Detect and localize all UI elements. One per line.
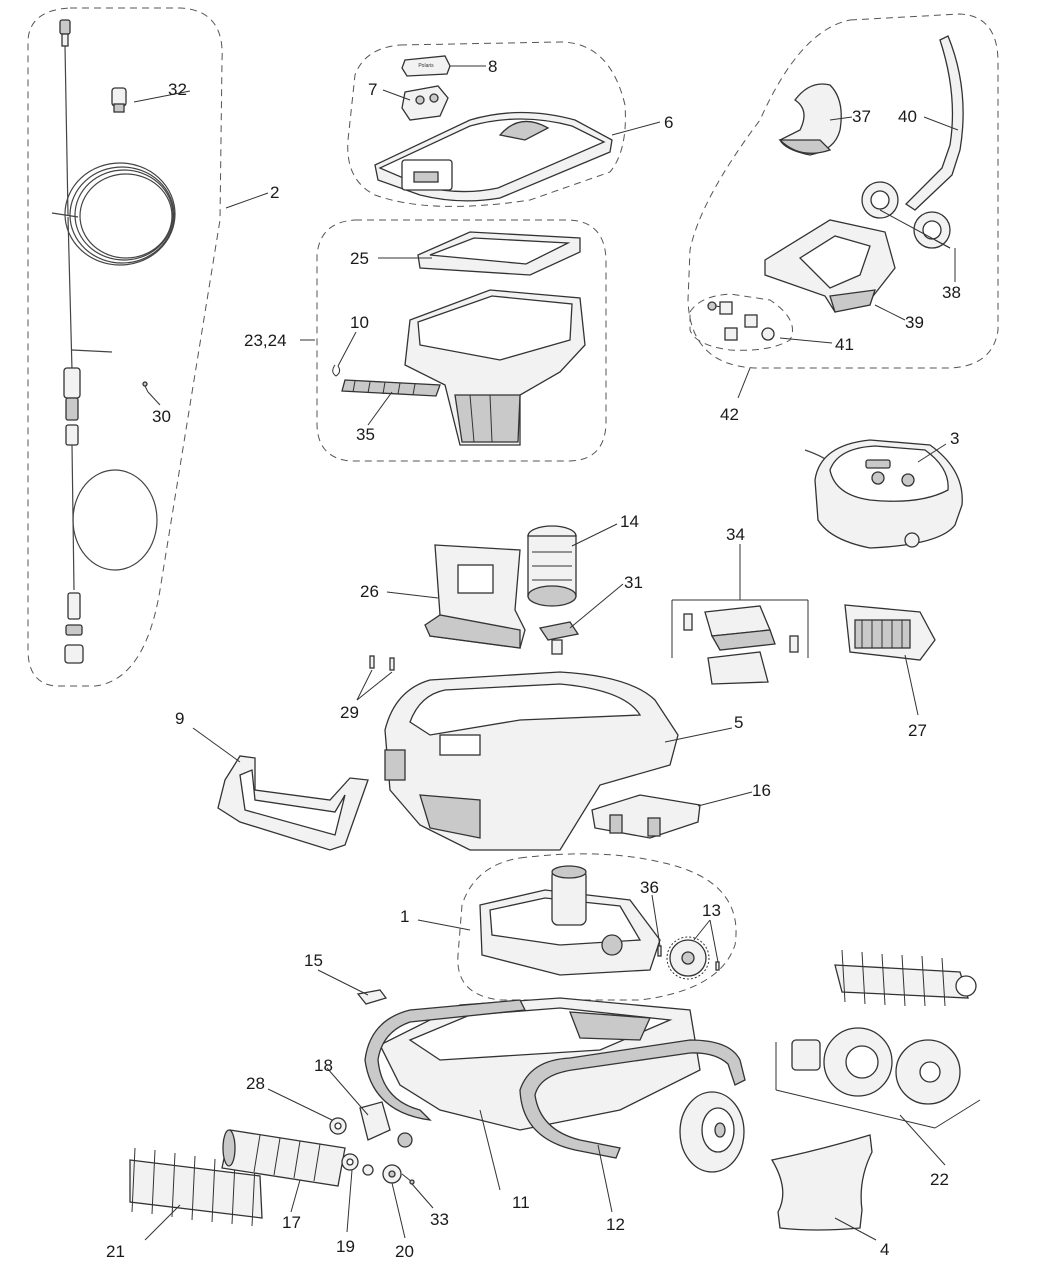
callout-36: 36 [640,878,659,897]
washer-19-illustration [341,1153,374,1176]
callout-13: 13 [702,901,721,920]
leader-lines [133,65,959,1241]
impeller-31-illustration [538,621,580,655]
filter-frame-26-illustration [424,544,526,649]
callout-1: 1 [400,907,409,926]
latch-7-illustration [401,85,449,121]
callout-30: 30 [152,407,171,426]
motor-block-1-illustration [479,865,661,976]
drive-hub-18-illustration [359,1101,413,1148]
caddy-handle-40-illustration [904,35,964,211]
caddy-base-39-illustration [764,219,896,313]
plug-32-illustration [111,87,127,113]
skirt-4-illustration [770,1134,873,1231]
brush-21-illustration [129,1147,263,1227]
callout-2: 2 [270,183,279,202]
callout-25: 25 [350,249,369,268]
callout-12: 12 [606,1215,625,1234]
callout-19: 19 [336,1237,355,1256]
group-boundary-top-cover [347,41,626,207]
power-cable-illustration [51,19,176,664]
callout-17: 17 [282,1213,301,1232]
callout-27: 27 [908,721,927,740]
group-boundary-motor-block [457,853,737,1001]
bushing-28-illustration [329,1117,347,1135]
impeller-cage-14-illustration [527,525,577,607]
callout-14: 14 [620,512,639,531]
track-12-illustration [364,999,746,1159]
callout-4: 4 [880,1240,889,1259]
caddy-hardware-41-illustration [707,301,775,341]
filter-screen-35-illustration [341,379,441,397]
callout-23-24: 23,24 [244,331,287,350]
callout-39: 39 [905,313,924,332]
side-panel-27-illustration [844,604,936,661]
main-body-5-illustration [384,671,679,851]
gear-13-illustration [666,936,710,980]
logo-cap-8-illustration: Polaris [401,55,451,77]
roller-set-22-illustration [775,949,981,1129]
group-boundary-filter-canister [316,219,607,462]
group-boundary-caddy-parts [689,293,793,351]
filter-canister-illustration [404,289,586,446]
caddy-wheels-38-illustration [861,181,951,249]
callout-41: 41 [835,335,854,354]
callout-42: 42 [720,405,739,424]
callout-21: 21 [106,1242,125,1261]
filter-lid-25-illustration [417,231,581,276]
callout-29: 29 [340,703,359,722]
bracket-set-34-illustration [671,599,809,685]
drive-wheel-illustration [679,1091,745,1173]
weight-16-illustration [591,794,701,839]
callout-34: 34 [726,525,745,544]
callout-31: 31 [624,573,643,592]
screw-30-illustration [142,381,149,393]
callout-15: 15 [304,951,323,970]
screw-33-illustration [401,1173,415,1185]
callout-18: 18 [314,1056,333,1075]
callout-9: 9 [175,709,184,728]
callout-26: 26 [360,582,379,601]
logo-text: Polaris [418,63,434,69]
callout-33: 33 [430,1210,449,1229]
callout-38: 38 [942,283,961,302]
callout-11: 11 [512,1193,530,1212]
power-supply-3-illustration [804,439,963,549]
callout-10: 10 [350,313,369,332]
callout-6: 6 [664,113,673,132]
callout-16: 16 [752,781,771,800]
callout-labels: 32 2 30 8 7 6 25 23,24 10 35 37 40 38 39… [106,57,961,1261]
top-cover-illustration [374,111,613,202]
callout-20: 20 [395,1242,414,1261]
callout-40: 40 [898,107,917,126]
callout-28: 28 [246,1074,265,1093]
callout-37: 37 [852,107,871,126]
callout-32: 32 [168,80,187,99]
gear-20-illustration [382,1164,402,1184]
group-boundary-power-cable [27,7,223,687]
roller-tube-17-illustration [221,1129,346,1187]
callout-8: 8 [488,57,497,76]
callout-35: 35 [356,425,375,444]
callout-5: 5 [734,713,743,732]
callout-7: 7 [368,80,377,99]
callout-22: 22 [930,1170,949,1189]
chassis-11-illustration [379,997,701,1131]
pins-29-illustration [369,655,395,671]
clip-10-illustration [332,364,341,377]
callout-3: 3 [950,429,959,448]
caddy-clip-37-illustration [778,83,842,156]
handle-9-illustration [217,755,369,851]
